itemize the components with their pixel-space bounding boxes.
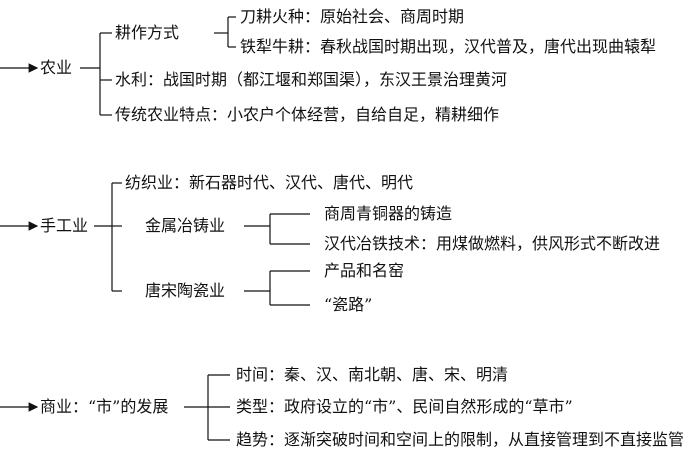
iron-plow-ox: 铁犁牛耕：春秋战国时期出现，汉代普及，唐代出现曲辕犁 — [240, 37, 657, 56]
agriculture-root: 农业 — [40, 58, 73, 77]
handicraft-root: 手工业 — [40, 216, 89, 235]
irrigation: 水利：战国时期（都江堰和郑国渠），东汉王景治理黄河 — [115, 70, 508, 89]
products-and-kilns: 产品和名窑 — [324, 261, 405, 280]
slash-and-burn: 刀耕火种：原始社会、商周时期 — [240, 7, 465, 26]
commerce-root: 商业：“市”的发展 — [40, 397, 169, 416]
farming-method: 耕作方式 — [115, 23, 180, 42]
textile-industry: 纺织业：新石器时代、汉代、唐代、明代 — [125, 173, 414, 192]
commerce-type: 类型：政府设立的“市”、民间自然形成的“草市” — [236, 397, 573, 416]
porcelain-road: “瓷路” — [324, 295, 373, 314]
traditional-agriculture-traits: 传统农业特点：小农户个体经营，自给自足，精耕细作 — [115, 105, 500, 124]
bronze-casting: 商周青铜器的铸造 — [324, 204, 453, 223]
tang-song-ceramics: 唐宋陶瓷业 — [145, 281, 226, 300]
commerce-time: 时间：秦、汉、南北朝、唐、宋、明清 — [236, 365, 509, 384]
metal-casting: 金属冶铸业 — [145, 216, 226, 235]
commerce-trend: 趋势：逐渐突破时间和空间上的限制，从直接管理到不直接监管 — [236, 430, 685, 449]
han-iron-smelting: 汉代冶铁技术：用煤做燃料，供风形式不断改进 — [324, 234, 661, 253]
